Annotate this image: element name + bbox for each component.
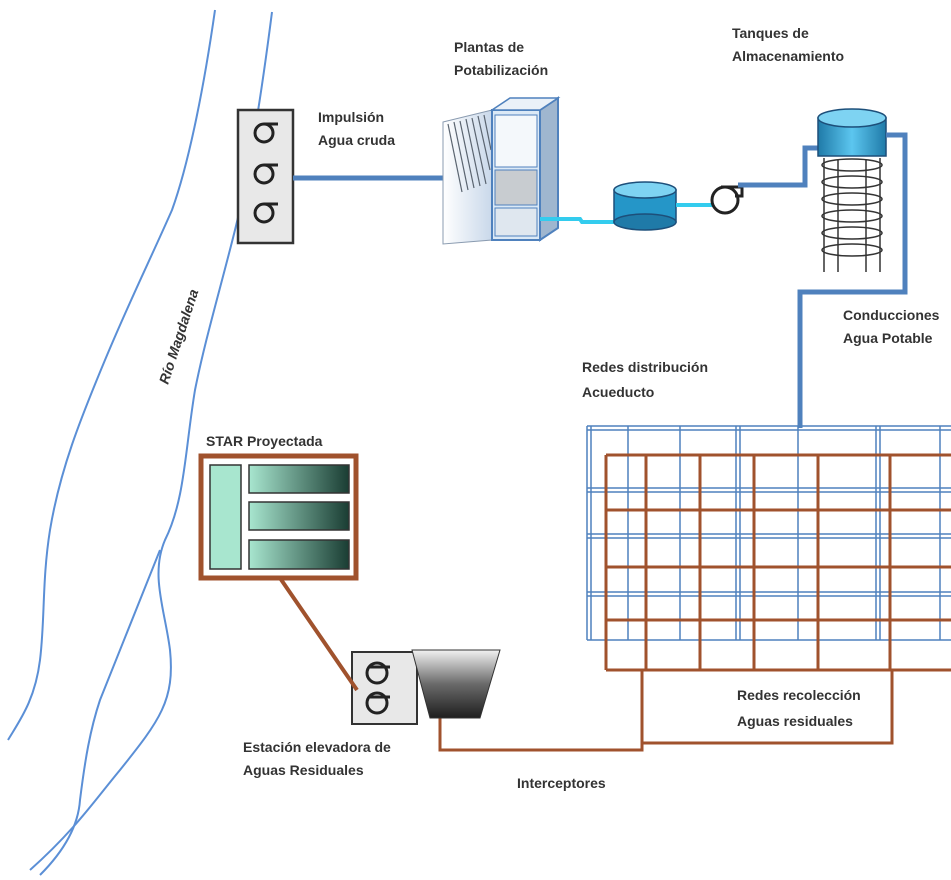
label-tanques-1: Tanques de (732, 25, 809, 41)
storage-tank-icon (817, 108, 887, 272)
label-conducciones-1: Conducciones (843, 307, 940, 323)
label-interceptores: Interceptores (517, 775, 606, 791)
label-redes-recol-1: Redes recolección (737, 687, 861, 703)
label-redes-recol-2: Aguas residuales (737, 713, 853, 729)
interceptor-pipe (438, 670, 894, 752)
storage-tank-icon (613, 181, 677, 231)
pump-icon (365, 661, 390, 715)
label-redes-dist-1: Redes distribución (582, 359, 708, 375)
label-river: Río Magdalena (156, 287, 202, 386)
river-branch (39, 549, 161, 876)
label-impulsion-1: Impulsión (318, 109, 384, 125)
wastewater-lift-station (351, 649, 501, 725)
wastewater-treatment-icon (198, 453, 359, 581)
treatment-plant-icon (442, 96, 561, 245)
distribution-network (586, 425, 951, 641)
label-conducciones-2: Agua Potable (843, 330, 933, 346)
pump-icon (253, 122, 278, 224)
label-star: STAR Proyectada (206, 433, 323, 449)
label-plantas-1: Plantas de (454, 39, 524, 55)
label-estacion-2: Aguas Residuales (243, 762, 364, 778)
raw-water-pump-station (236, 108, 295, 245)
label-impulsion-2: Agua cruda (318, 132, 395, 148)
potable-pipe-to-tank (738, 145, 820, 188)
potable-water-conduction (797, 132, 908, 428)
pump-icon (710, 185, 744, 215)
river-bank-left (7, 9, 216, 741)
label-estacion-1: Estación elevadora de (243, 739, 391, 755)
treated-water-pipe (540, 217, 618, 224)
label-tanques-2: Almacenamiento (732, 48, 844, 64)
wastewater-pipe-to-star (278, 576, 359, 692)
label-redes-dist-2: Acueducto (582, 384, 654, 400)
label-plantas-2: Potabilización (454, 62, 548, 78)
